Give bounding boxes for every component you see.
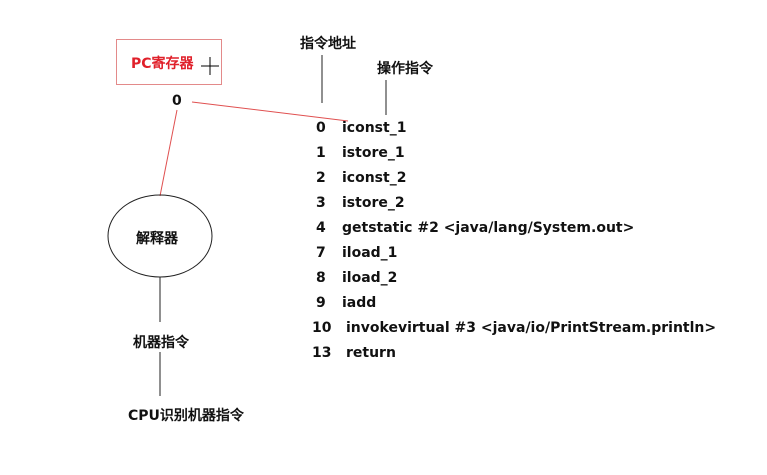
instruction-address: 9 — [316, 295, 326, 311]
instruction-op: getstatic #2 <java/lang/System.out> — [342, 220, 635, 236]
machine-code-label: 机器指令 — [133, 335, 189, 351]
pc-register-value: 0 — [172, 93, 182, 109]
interpreter-label: 解释器 — [136, 231, 178, 247]
pc-register-box: PC寄存器 — [116, 39, 222, 85]
instruction-address: 3 — [316, 195, 326, 211]
instruction-op: invokevirtual #3 <java/io/PrintStream.pr… — [346, 320, 717, 336]
instruction-address: 4 — [316, 220, 326, 236]
instruction-address: 0 — [316, 120, 326, 136]
instruction-op: istore_1 — [342, 145, 405, 161]
instruction-address: 7 — [316, 245, 326, 261]
instruction-op: iload_2 — [342, 270, 398, 286]
instruction-op: istore_2 — [342, 195, 405, 211]
pc-to-interpreter-line — [159, 109, 178, 197]
instruction-address: 1 — [316, 145, 326, 161]
instruction-address: 10 — [312, 320, 332, 336]
pc-register-label: PC寄存器 — [131, 56, 194, 72]
instruction-op: iconst_2 — [342, 170, 407, 186]
pc-to-instruction-line — [191, 101, 349, 122]
crosshair-cursor-icon — [201, 57, 219, 75]
instruction-op: return — [346, 345, 396, 361]
instruction-op: iadd — [342, 295, 377, 311]
instruction-op: iconst_1 — [342, 120, 407, 136]
instruction-op: iload_1 — [342, 245, 398, 261]
address-header: 指令地址 — [300, 36, 356, 52]
cpu-label: CPU识别机器指令 — [128, 408, 244, 424]
instruction-address: 13 — [312, 345, 332, 361]
operation-header: 操作指令 — [377, 61, 433, 77]
instruction-address: 2 — [316, 170, 326, 186]
instruction-address: 8 — [316, 270, 326, 286]
